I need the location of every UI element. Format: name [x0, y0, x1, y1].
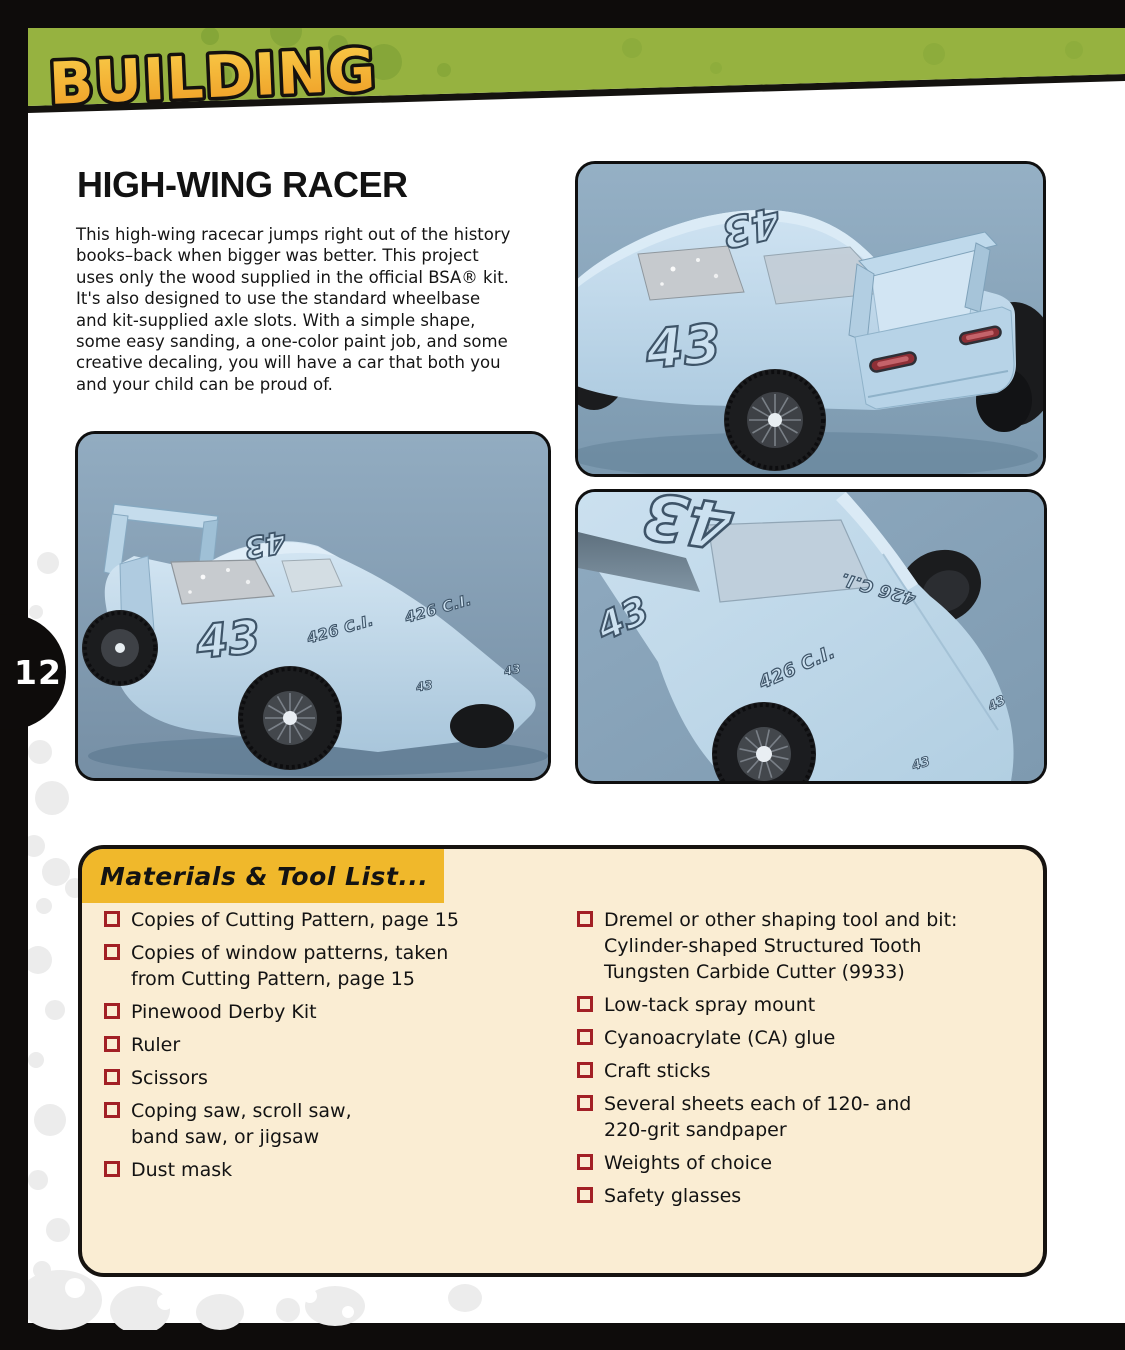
material-item: Copies of Cutting Pattern, page 15: [104, 907, 553, 933]
material-label: Ruler: [131, 1034, 181, 1056]
material-label: Scissors: [131, 1067, 208, 1089]
building-title: BUILDING: [48, 36, 378, 118]
materials-panel: Materials & Tool List... Copies of Cutti…: [78, 845, 1047, 1277]
car-number-decal: 43: [241, 523, 289, 565]
material-item: Pinewood Derby Kit: [104, 999, 553, 1025]
material-label: Safety glasses: [604, 1185, 742, 1207]
side-window: [637, 245, 745, 301]
checkbox-icon: [104, 1102, 120, 1118]
material-item: Weights of choice: [577, 1150, 1029, 1176]
bumper-crease: [867, 370, 1009, 398]
page-number-tab: 12: [0, 614, 66, 730]
rear-left-wheel: [82, 610, 158, 686]
material-item: Coping saw, scroll saw, band saw, or jig…: [104, 1098, 553, 1150]
roof-highlight: [198, 542, 336, 576]
car-number-decal: 43: [193, 609, 263, 670]
material-item: Copies of window patterns, taken from Cu…: [104, 940, 553, 992]
car-illustration-top: 43 43 426 C.I. 426 C.I. 43 43: [578, 492, 1044, 781]
material-item: Ruler: [104, 1032, 553, 1058]
page-edge-bottom: [0, 1323, 1125, 1350]
car-illustration-rear: 43 43: [578, 164, 1043, 474]
materials-header-title: Materials & Tool List...: [100, 861, 429, 891]
materials-columns: Copies of Cutting Pattern, page 15 Copie…: [82, 849, 1043, 1216]
taillight-right: [958, 325, 1002, 346]
materials-header-banner: Materials & Tool List...: [82, 849, 444, 903]
banner-green-bg: [28, 28, 1125, 106]
car-number-decal: 43: [909, 754, 932, 774]
material-label: Copies of Cutting Pattern, page 15: [131, 909, 459, 931]
material-item: Craft sticks: [577, 1058, 1029, 1084]
material-label: Pinewood Derby Kit: [131, 1001, 317, 1023]
front-glass: [281, 558, 343, 593]
material-item: Cyanoacrylate (CA) glue: [577, 1025, 1029, 1051]
checkbox-icon: [577, 1095, 594, 1111]
checkbox-icon: [104, 1003, 120, 1019]
car-number-decal: 43: [642, 312, 723, 381]
materials-column-left: Copies of Cutting Pattern, page 15 Copie…: [104, 907, 553, 1216]
car-number-decal: 43: [414, 678, 434, 695]
car-number-decal: 43: [502, 662, 522, 679]
page-edge-top: [0, 0, 1125, 28]
checkbox-icon: [577, 911, 594, 927]
checkbox-icon: [104, 1036, 120, 1052]
material-item: Safety glasses: [577, 1183, 1029, 1209]
checkbox-icon: [104, 944, 120, 960]
banner-underline: [28, 74, 1125, 113]
checkbox-icon: [577, 1029, 594, 1045]
car-number-decal: 43: [638, 492, 737, 562]
material-label: Coping saw, scroll saw, band saw, or jig…: [131, 1100, 352, 1148]
rear-left-wheel: [724, 369, 826, 471]
checkbox-icon: [104, 1069, 120, 1085]
material-item: Low-tack spray mount: [577, 992, 1029, 1018]
material-item: Dust mask: [104, 1157, 553, 1183]
material-label: Copies of window patterns, taken from Cu…: [131, 942, 449, 990]
materials-column-right: Dremel or other shaping tool and bit: Cy…: [577, 907, 1029, 1216]
roof-highlight: [578, 209, 878, 288]
checkbox-icon: [577, 1062, 594, 1078]
material-item: Scissors: [104, 1065, 553, 1091]
windshield: [707, 519, 872, 603]
front-left-wheel: [712, 702, 816, 781]
material-item: Several sheets each of 120- and 220-grit…: [577, 1091, 1029, 1143]
hood-highlight: [836, 492, 918, 590]
material-item: Dremel or other shaping tool and bit: Cy…: [577, 907, 1029, 985]
window-sparkle: [660, 258, 719, 286]
photo-top-view: 43 43 426 C.I. 426 C.I. 43 43: [575, 489, 1047, 784]
windshield-foil: [170, 559, 275, 605]
front-left-wheel: [238, 666, 342, 770]
page-number: 12: [14, 652, 62, 692]
side-glass-band: [578, 532, 700, 592]
article-title: HIGH-WING RACER: [77, 164, 408, 205]
material-label: Dremel or other shaping tool and bit: Cy…: [604, 909, 958, 983]
checkbox-icon: [577, 1154, 594, 1170]
car-illustration-side: 43 43 426 C.I. 426 C.I. 43 43: [78, 434, 548, 778]
material-label: Several sheets each of 120- and 220-grit…: [604, 1093, 912, 1141]
window-sparkle: [188, 568, 251, 594]
checkbox-icon: [104, 1161, 120, 1177]
taillight-left: [869, 351, 917, 373]
checkbox-icon: [577, 1187, 594, 1203]
photo-side-view: 43 43 426 C.I. 426 C.I. 43 43: [75, 431, 551, 781]
material-label: Cyanoacrylate (CA) glue: [604, 1027, 836, 1049]
banner-dots: [201, 28, 1083, 83]
material-label: Craft sticks: [604, 1060, 711, 1082]
building-banner: BUILDING: [28, 28, 1125, 121]
article-body: This high-wing racecar jumps right out o…: [76, 225, 511, 394]
material-label: Dust mask: [131, 1159, 233, 1181]
hood-crease: [882, 553, 999, 731]
front-right-wheel: [450, 704, 514, 748]
material-label: Low-tack spray mount: [604, 994, 816, 1016]
checkbox-icon: [577, 996, 594, 1012]
photo-rear-view: 43 43: [575, 161, 1046, 477]
material-label: Weights of choice: [604, 1152, 773, 1174]
checkbox-icon: [104, 911, 120, 927]
